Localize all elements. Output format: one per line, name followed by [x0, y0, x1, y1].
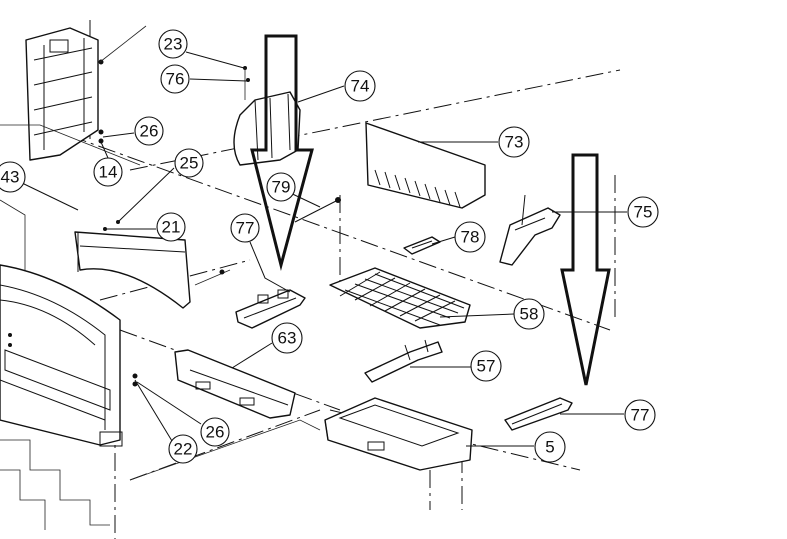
- callout-5: 5: [534, 431, 566, 463]
- callout-label: 78: [461, 228, 480, 247]
- callout-label: 26: [206, 423, 225, 442]
- fire-back: [365, 122, 486, 209]
- callout-label: 14: [99, 163, 118, 182]
- callout-14: 14: [93, 157, 123, 187]
- callout-22: 22: [168, 434, 198, 464]
- ash-pan: [324, 397, 473, 471]
- callout-58: 58: [513, 298, 545, 330]
- callout-label: 5: [545, 438, 554, 457]
- callout-79: 79: [266, 172, 296, 202]
- callout-77-left: 77: [230, 213, 260, 243]
- callout-73: 73: [498, 126, 530, 158]
- callout-76: 76: [160, 64, 190, 94]
- callout-78: 78: [454, 221, 486, 253]
- callout-26-top: 26: [134, 116, 164, 146]
- callout-label: 21: [162, 218, 181, 237]
- callout-label: 22: [174, 440, 193, 459]
- callout-label: 76: [166, 70, 185, 89]
- front-door-frame: [0, 264, 123, 447]
- grate-support-right: [504, 397, 573, 431]
- callout-label: 23: [164, 35, 183, 54]
- callout-23: 23: [158, 29, 188, 59]
- callout-57: 57: [470, 350, 502, 382]
- callout-label: 57: [477, 357, 496, 376]
- callout-label: 63: [278, 329, 297, 348]
- callout-26-bottom: 26: [200, 417, 230, 447]
- construction-lines: [39, 20, 621, 539]
- callout-25: 25: [174, 148, 204, 178]
- side-panel-frame: [25, 25, 147, 161]
- callout-label: 25: [180, 154, 199, 173]
- callout-43: 43: [0, 161, 26, 193]
- bracket-right: [499, 194, 561, 266]
- front-bar: [174, 349, 296, 419]
- callout-label: 77: [236, 219, 255, 238]
- callout-label: 74: [351, 77, 370, 96]
- callout-label: 77: [631, 406, 650, 425]
- leader-lines: [21, 51, 627, 447]
- grate: [329, 267, 471, 329]
- grate-support-left: [235, 289, 306, 329]
- callout-74: 74: [344, 70, 376, 102]
- annotation-arrows: [250, 34, 611, 386]
- callout-63: 63: [271, 322, 303, 354]
- rod: [294, 197, 341, 223]
- curved-baffle: [74, 220, 231, 309]
- callout-21: 21: [156, 212, 186, 242]
- callout-label: 43: [1, 168, 20, 187]
- callout-label: 75: [634, 203, 653, 222]
- down-arrow-right-icon: [560, 153, 611, 386]
- down-arrow-left-icon: [250, 34, 314, 271]
- callout-label: 26: [140, 122, 159, 141]
- support-bar: [364, 339, 443, 383]
- clip: [403, 236, 441, 255]
- callout-77-right: 77: [624, 399, 656, 431]
- callout-label: 58: [520, 305, 539, 324]
- callout-label: 73: [505, 133, 524, 152]
- callout-75: 75: [627, 196, 659, 228]
- callout-label: 79: [272, 178, 291, 197]
